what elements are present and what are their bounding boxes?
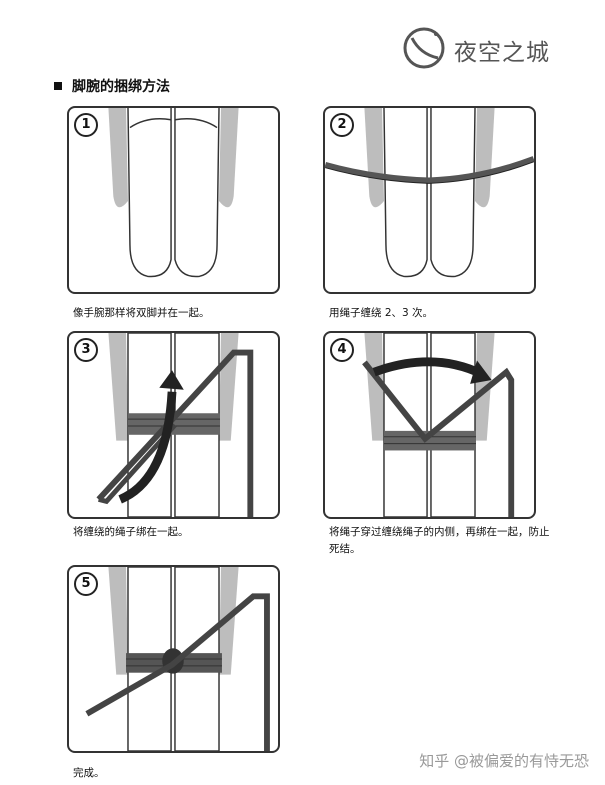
step-2-illustration: 2	[323, 106, 536, 294]
step-4-number: 4	[330, 338, 354, 362]
step-5-number: 5	[74, 572, 98, 596]
rope-wrap-figure	[325, 108, 534, 278]
step-4-caption: 将绳子穿过缠绕绳子的内侧，再绑在一起，防止死结。	[329, 526, 550, 555]
section-heading: 脚腕的捆绑方法	[54, 76, 170, 96]
logo-text: 夜空之城	[454, 40, 550, 66]
step-3-number: 3	[74, 338, 98, 362]
step-1-caption: 像手腕那样将双脚并在一起。	[73, 307, 210, 319]
step-1-illustration: 1	[67, 106, 280, 294]
step-1-number: 1	[74, 113, 98, 137]
step-2-number: 2	[330, 113, 354, 137]
step-3-illustration: 3	[67, 331, 280, 519]
step-5-illustration: 5	[67, 565, 280, 753]
step-2-caption: 用绳子缠绕 2、3 次。	[329, 307, 434, 319]
step-5-caption: 完成。	[73, 767, 105, 779]
completed-tie-figure	[85, 567, 270, 751]
legs-together-figure	[108, 108, 239, 278]
moon-logo-icon	[403, 27, 445, 69]
thread-through-figure	[362, 333, 515, 517]
step-4-illustration: 4	[323, 331, 536, 519]
heading-text: 脚腕的捆绑方法	[72, 79, 170, 95]
square-bullet-icon	[54, 82, 62, 90]
tie-wraps-figure	[96, 333, 254, 517]
watermark-credit: 知乎 @被偏爱的有恃无恐	[419, 752, 589, 770]
site-logo: 夜空之城	[402, 24, 572, 70]
step-3-caption: 将缠绕的绳子绑在一起。	[73, 526, 189, 538]
